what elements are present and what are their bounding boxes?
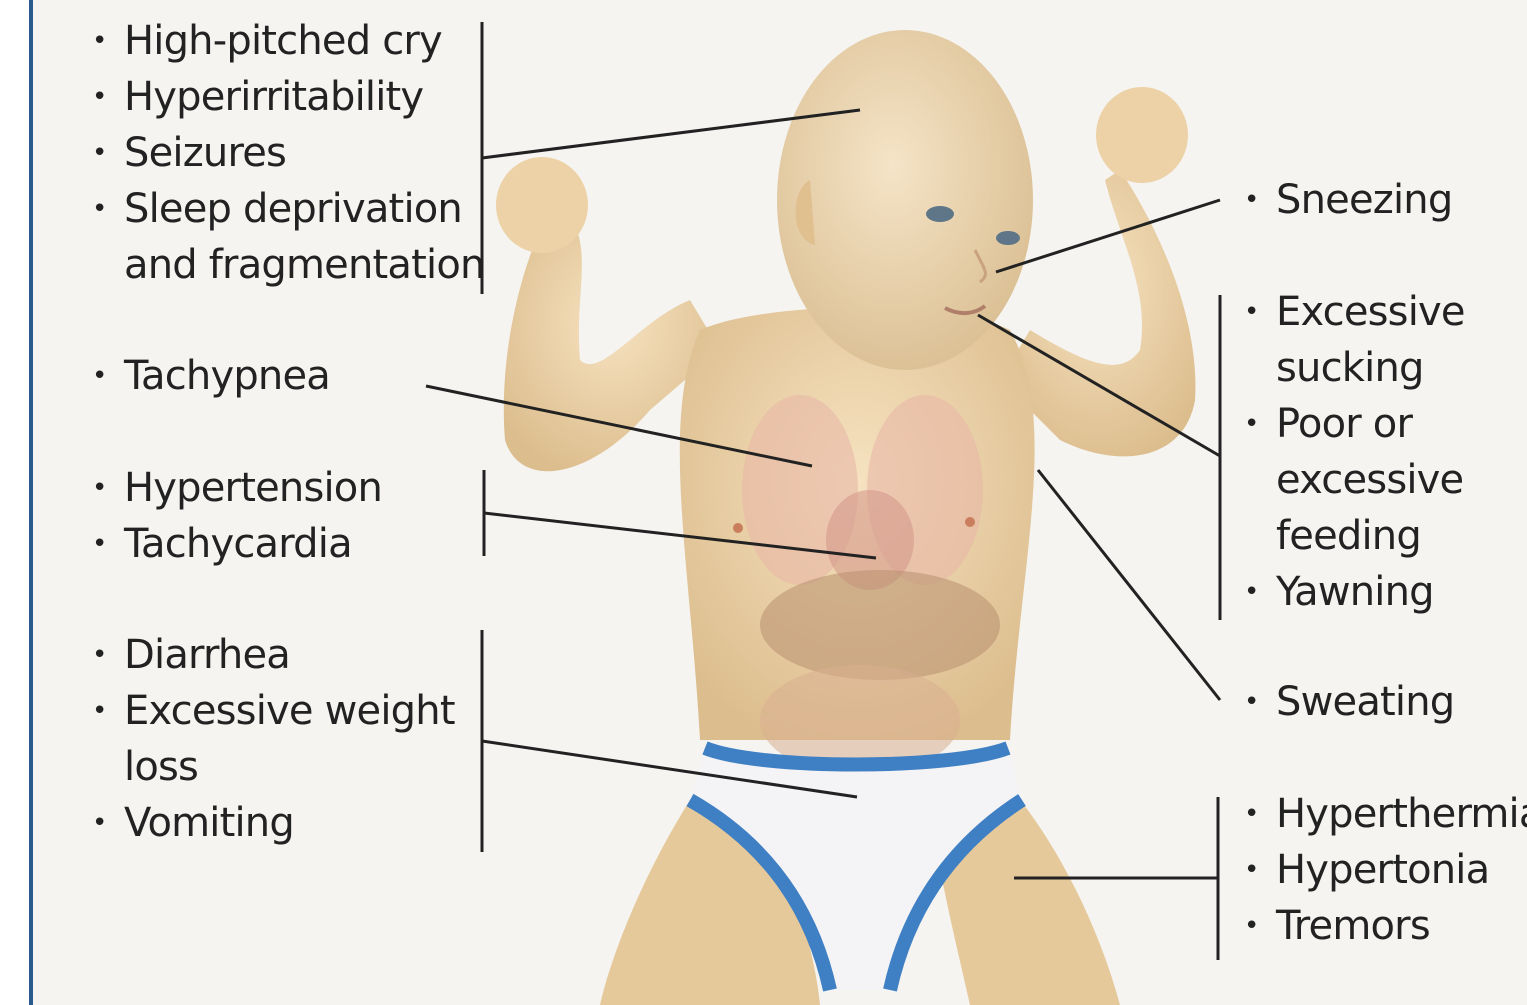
- list-item: Sneezing: [1244, 172, 1452, 228]
- list-item: Yawning: [1244, 564, 1465, 620]
- list-item: Tremors: [1244, 898, 1527, 954]
- muscle-symptoms: Hyperthermia Hypertonia Tremors: [1244, 786, 1527, 954]
- list-item: High-pitched cry: [92, 13, 485, 69]
- list-item: Tachycardia: [92, 516, 382, 572]
- right-fist: [1096, 87, 1188, 183]
- heart-symptoms: Hypertension Tachycardia: [92, 460, 382, 572]
- brain-symptoms: High-pitched cry Hyperirritability Seizu…: [92, 13, 485, 293]
- list-item: Diarrhea: [92, 627, 455, 683]
- list-item: Hypertonia: [1244, 842, 1527, 898]
- liver: [760, 570, 1000, 680]
- list-item: Tachypnea: [92, 348, 330, 404]
- eye-right: [996, 231, 1020, 245]
- list-item: Hyperirritability: [92, 69, 485, 125]
- list-item: Seizures: [92, 125, 485, 181]
- list-item: Hyperthermia: [1244, 786, 1527, 842]
- nose-symptoms: Sneezing: [1244, 172, 1452, 228]
- skin-symptoms: Sweating: [1244, 674, 1454, 730]
- list-item: Vomiting: [92, 795, 455, 851]
- list-item: Hypertension: [92, 460, 382, 516]
- list-item: Sweating: [1244, 674, 1454, 730]
- lungs-symptoms: Tachypnea: [92, 348, 330, 404]
- head: [777, 30, 1033, 370]
- left-fist: [496, 157, 588, 253]
- eye-left: [926, 206, 954, 222]
